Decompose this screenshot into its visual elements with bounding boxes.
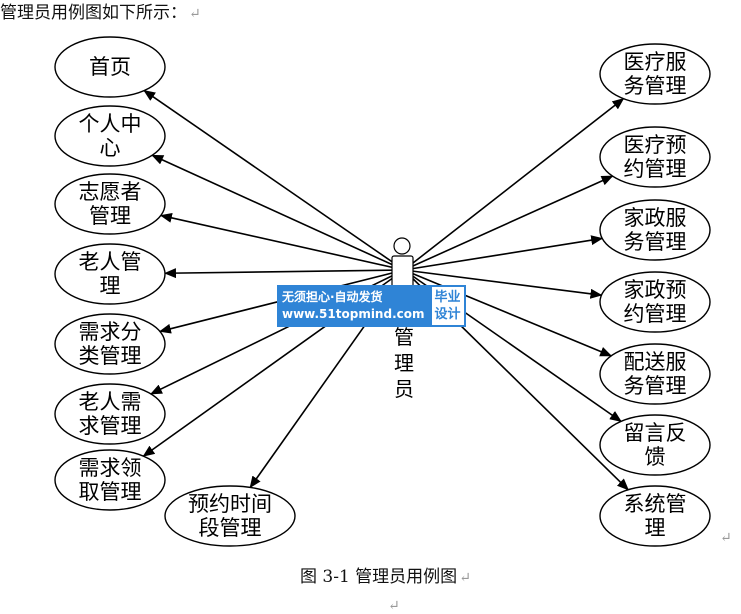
watermark-line2: www.51topmind.com [282, 307, 425, 321]
use-case-label-housekeeping-appointment-mgmt: 约管理 [624, 302, 687, 326]
actor-label-char: 员 [394, 377, 414, 401]
use-case-system-mgmt [599, 485, 711, 547]
use-case-volunteer-mgmt [54, 173, 166, 235]
actor-label-char: 管 [394, 325, 414, 349]
use-case-feedback [599, 414, 711, 476]
actor-head [393, 237, 411, 255]
association-line-delivery-service-mgmt [403, 269, 613, 357]
watermark-badge: 无须担心·自动发货 www.51topmind.com 毕业 设计 [277, 285, 466, 327]
watermark-line1: 无须担心·自动发货 [282, 290, 383, 304]
association-lines [142, 89, 629, 491]
use-case-label-system-mgmt: 系统管 [624, 492, 687, 516]
use-case-label-home: 首页 [89, 55, 131, 79]
use-case-delivery-service-mgmt [599, 343, 711, 405]
association-line-medical-service-mgmt [403, 97, 625, 271]
use-case-label-feedback: 留言反 [624, 421, 687, 445]
use-case-label-volunteer-mgmt: 管理 [89, 204, 131, 228]
use-case-label-volunteer-mgmt: 志愿者 [79, 180, 142, 204]
use-case-label-medical-service-mgmt: 务管理 [624, 74, 687, 98]
figure-caption: 图 3-1 管理员用例图↵ [300, 562, 471, 587]
use-case-label-appointment-slot-mgmt: 段管理 [199, 516, 262, 540]
association-line-housekeeping-appointment-mgmt [403, 269, 603, 299]
use-case-label-delivery-service-mgmt: 配送服 [624, 350, 687, 374]
use-case-elderly-mgmt [54, 243, 166, 305]
use-case-label-personal-center: 心 [100, 136, 121, 160]
use-case-medical-service-mgmt [599, 43, 711, 105]
use-case-label-demand-category-mgmt: 类管理 [79, 344, 142, 368]
association-line-elderly-mgmt [163, 268, 405, 279]
use-case-housekeeping-service-mgmt [599, 199, 711, 261]
use-case-label-delivery-service-mgmt: 务管理 [624, 374, 687, 398]
use-case-label-housekeeping-service-mgmt: 务管理 [624, 230, 687, 254]
association-line-medical-appointment-mgmt [403, 175, 614, 271]
use-case-appointment-slot-mgmt [164, 485, 296, 547]
intro-text-content: 管理员用例图如下所示： [0, 3, 187, 23]
use-case-label-appointment-slot-mgmt: 预约时间 [188, 492, 272, 516]
paragraph-mark: ↵ [720, 530, 732, 546]
caption-text: 图 3-1 管理员用例图 [300, 567, 458, 587]
use-case-home [54, 36, 166, 98]
actor-figure [391, 237, 414, 291]
association-line-housekeeping-service-mgmt [403, 235, 604, 271]
paragraph-mark: ↵ [189, 6, 201, 22]
use-case-label-housekeeping-service-mgmt: 家政服 [624, 206, 687, 230]
actor-label-char: 理 [394, 351, 414, 375]
use-case-label-demand-category-mgmt: 需求分 [79, 320, 142, 344]
use-case-label-medical-appointment-mgmt: 医疗预 [624, 133, 687, 157]
use-case-label-system-mgmt: 理 [645, 516, 666, 540]
watermark-main: 无须担心·自动发货 www.51topmind.com [277, 285, 430, 327]
use-case-label-demand-claim-mgmt: 需求领 [79, 456, 142, 480]
use-case-label-medical-appointment-mgmt: 约管理 [624, 157, 687, 181]
use-case-label-elderly-mgmt: 老人管 [79, 250, 142, 274]
use-case-label-personal-center: 个人中 [79, 112, 142, 136]
use-case-label-medical-service-mgmt: 医疗服 [624, 50, 687, 74]
use-case-personal-center [54, 105, 166, 167]
paragraph-mark: ↵ [388, 598, 400, 614]
use-case-elderly-demand-mgmt [54, 383, 166, 445]
use-case-housekeeping-appointment-mgmt [599, 271, 711, 333]
use-case-nodes: 首页个人中心志愿者管理老人管理需求分类管理老人需求管理需求领取管理预约时间段管理… [54, 36, 711, 547]
watermark-side-line2: 设计 [434, 307, 461, 322]
use-case-label-elderly-demand-mgmt: 老人需 [79, 390, 142, 414]
use-case-label-housekeeping-appointment-mgmt: 家政预 [624, 278, 687, 302]
watermark-side-line1: 毕业 [434, 290, 461, 305]
use-case-label-feedback: 馈 [645, 445, 666, 469]
use-case-label-elderly-mgmt: 理 [100, 274, 121, 298]
association-line-home [143, 89, 405, 271]
paragraph-mark: ↵ [459, 570, 471, 586]
association-line-personal-center [151, 154, 405, 271]
use-case-demand-claim-mgmt [54, 449, 166, 511]
actor-label: 管理员 [394, 325, 414, 401]
watermark-side: 毕业 设计 [429, 285, 466, 327]
use-case-label-elderly-demand-mgmt: 求管理 [79, 414, 142, 438]
intro-text: 管理员用例图如下所示：↵ [0, 0, 201, 23]
use-case-label-demand-claim-mgmt: 取管理 [79, 480, 142, 504]
use-case-medical-appointment-mgmt [599, 126, 711, 188]
association-line-volunteer-mgmt [159, 212, 405, 271]
use-case-demand-category-mgmt [54, 313, 166, 375]
